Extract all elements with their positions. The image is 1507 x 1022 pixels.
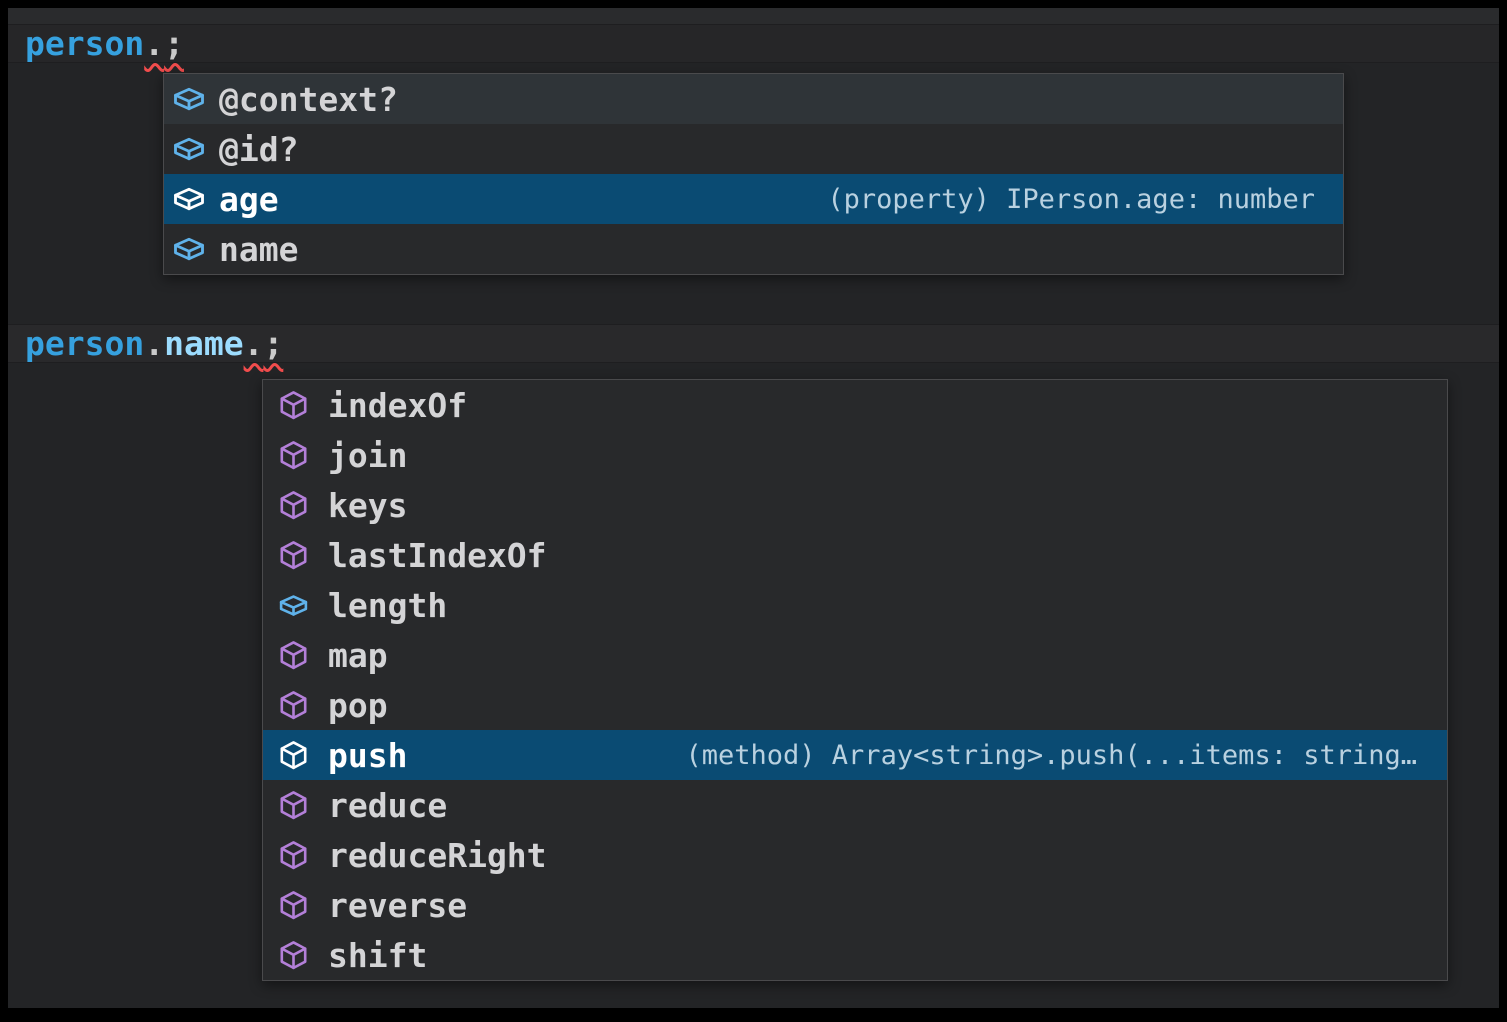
suggestion-label: join (328, 435, 408, 475)
code-line-2[interactable]: person.name.; (25, 325, 283, 362)
code-line-1-highlight (8, 25, 1499, 62)
symbol-method-icon (280, 840, 307, 869)
code-token-dot: . (144, 24, 165, 63)
symbol-field-icon (174, 187, 204, 211)
suggestion-item[interactable]: age (property) IPerson.age: number (164, 174, 1343, 224)
separator-line (8, 62, 1499, 63)
suggestion-label: length (328, 585, 448, 625)
suggestion-detail: (method) Array<string>.push(...items: st… (685, 739, 1418, 771)
code-token-semicolon: ; (164, 24, 184, 63)
suggestion-label: reverse (328, 885, 468, 925)
symbol-method-icon (280, 640, 307, 669)
suggestion-label: lastIndexOf (328, 535, 547, 575)
suggestion-item[interactable]: reduce (263, 780, 1447, 830)
suggestion-label: push (328, 735, 408, 775)
suggest-widget-person-name: indexOf join keys lastIndexOf length (262, 379, 1448, 981)
suggestion-item[interactable]: indexOf (263, 380, 1447, 430)
suggest-widget-person: @context? @id? age (property) IPerson.ag… (163, 73, 1344, 275)
separator-line (8, 24, 1499, 25)
editor-top-strip (8, 8, 1499, 24)
suggestion-item[interactable]: name (164, 224, 1343, 274)
suggestion-label: map (328, 635, 388, 675)
code-token-property: name (164, 324, 244, 363)
suggestion-item[interactable]: lastIndexOf (263, 530, 1447, 580)
code-token-dot: . (243, 324, 264, 363)
suggestion-detail: (property) IPerson.age: number (827, 183, 1315, 215)
suggestion-label: name (219, 229, 299, 269)
symbol-method-icon (280, 390, 307, 419)
code-token-semicolon: ; (263, 324, 284, 363)
suggestion-label: @context? (219, 79, 398, 119)
editor-background: person.; @context? @id? age (property) I… (8, 8, 1499, 1008)
symbol-field-icon (174, 87, 204, 111)
symbol-method-icon (280, 790, 307, 819)
suggestion-item[interactable]: reverse (263, 880, 1447, 930)
code-line-1[interactable]: person.; (25, 25, 184, 62)
suggestion-item[interactable]: map (263, 630, 1447, 680)
suggestion-item[interactable]: keys (263, 480, 1447, 530)
separator-line (8, 324, 1499, 325)
symbol-method-icon (280, 440, 307, 469)
suggestion-label: keys (328, 485, 408, 525)
suggestion-item[interactable]: length (263, 580, 1447, 630)
symbol-field-icon (279, 594, 308, 616)
suggestion-item[interactable]: push (method) Array<string>.push(...item… (263, 730, 1447, 780)
suggestion-label: reduceRight (328, 835, 547, 875)
suggestion-item[interactable]: shift (263, 930, 1447, 980)
suggestion-label: indexOf (328, 385, 468, 425)
symbol-field-icon (174, 237, 204, 261)
code-line-2-highlight (8, 325, 1499, 362)
code-token-variable: person (25, 24, 145, 63)
suggestion-label: shift (328, 935, 428, 975)
suggestion-label: age (219, 179, 279, 219)
code-token-dot: . (144, 324, 165, 363)
suggestion-item[interactable]: pop (263, 680, 1447, 730)
symbol-method-icon (280, 490, 307, 519)
symbol-method-icon (280, 890, 307, 919)
symbol-method-icon (280, 690, 307, 719)
suggestion-item[interactable]: reduceRight (263, 830, 1447, 880)
suggestion-item[interactable]: @context? (164, 74, 1343, 124)
suggestion-label: @id? (219, 129, 299, 169)
symbol-method-icon (280, 740, 307, 769)
code-token-variable: person (25, 324, 145, 363)
suggestion-label: pop (328, 685, 388, 725)
separator-line (8, 362, 1499, 363)
suggestion-item[interactable]: @id? (164, 124, 1343, 174)
symbol-method-icon (280, 540, 307, 569)
suggestion-label: reduce (328, 785, 448, 825)
symbol-method-icon (280, 940, 307, 969)
suggestion-item[interactable]: join (263, 430, 1447, 480)
symbol-field-icon (174, 137, 204, 161)
